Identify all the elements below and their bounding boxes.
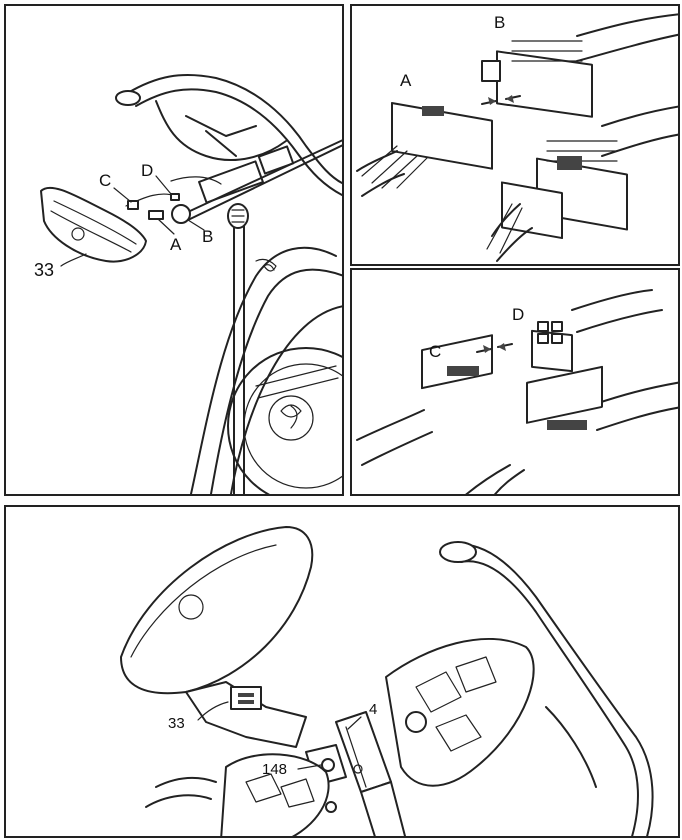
label-b-detail: B	[494, 13, 505, 32]
label-c-detail: C	[429, 342, 441, 361]
connector-cd-panel: C D	[350, 268, 680, 496]
part-number-console-mount: 33	[168, 715, 185, 732]
handlebar-right-outer	[445, 543, 654, 836]
label-b: B	[202, 227, 213, 246]
label-a: A	[170, 235, 182, 254]
handlebar-grip-end-right	[439, 541, 477, 563]
handlebar-upper	[125, 73, 342, 185]
handlebar-lower	[155, 100, 287, 162]
overview-illustration: C D A B 33	[34, 73, 342, 494]
frame-tube-inner	[210, 268, 342, 494]
callout-line-upper	[189, 139, 342, 212]
console-logo-icon-large	[178, 594, 204, 620]
callout-line-lower	[187, 144, 342, 221]
mounting-panel: 33 4 148	[4, 505, 680, 838]
connector-mated-cd	[526, 365, 603, 424]
frame-tube-back	[230, 305, 342, 494]
brand-logo-icon	[280, 404, 302, 429]
connector-a-small	[148, 210, 164, 220]
connector-cd-illustration: C D	[356, 289, 678, 494]
flywheel-hub	[268, 395, 314, 441]
label-d-detail: D	[512, 305, 524, 324]
callout-circle-small	[171, 204, 191, 224]
handlebar-grip-end	[115, 90, 141, 106]
signature-logo-icon	[255, 258, 277, 272]
console-bracket	[198, 160, 264, 204]
console-connector-block	[230, 686, 262, 710]
label-d: D	[141, 161, 153, 180]
console-logo-icon	[71, 227, 85, 241]
connector-mated-a	[501, 181, 563, 240]
armrest-pad	[385, 638, 535, 787]
part-number-screw: 148	[262, 761, 287, 778]
connector-c-small	[127, 200, 139, 210]
label-a-detail: A	[400, 71, 412, 90]
label-c: C	[99, 171, 111, 190]
connector-ab-illustration: A B	[356, 13, 678, 262]
overview-panel: C D A B 33	[4, 4, 344, 496]
connector-ab-panel: A B	[350, 4, 680, 266]
console-housing	[40, 186, 147, 263]
frame-tube	[190, 246, 337, 494]
console-housing-large	[120, 526, 314, 695]
connector-d-small	[170, 193, 180, 201]
part-number-post: 4	[369, 701, 377, 718]
screw-148	[321, 758, 335, 772]
flywheel	[227, 347, 342, 494]
lower-pad	[220, 753, 330, 836]
part-number-console: 33	[34, 260, 54, 280]
mounting-illustration: 33 4 148	[120, 526, 654, 836]
